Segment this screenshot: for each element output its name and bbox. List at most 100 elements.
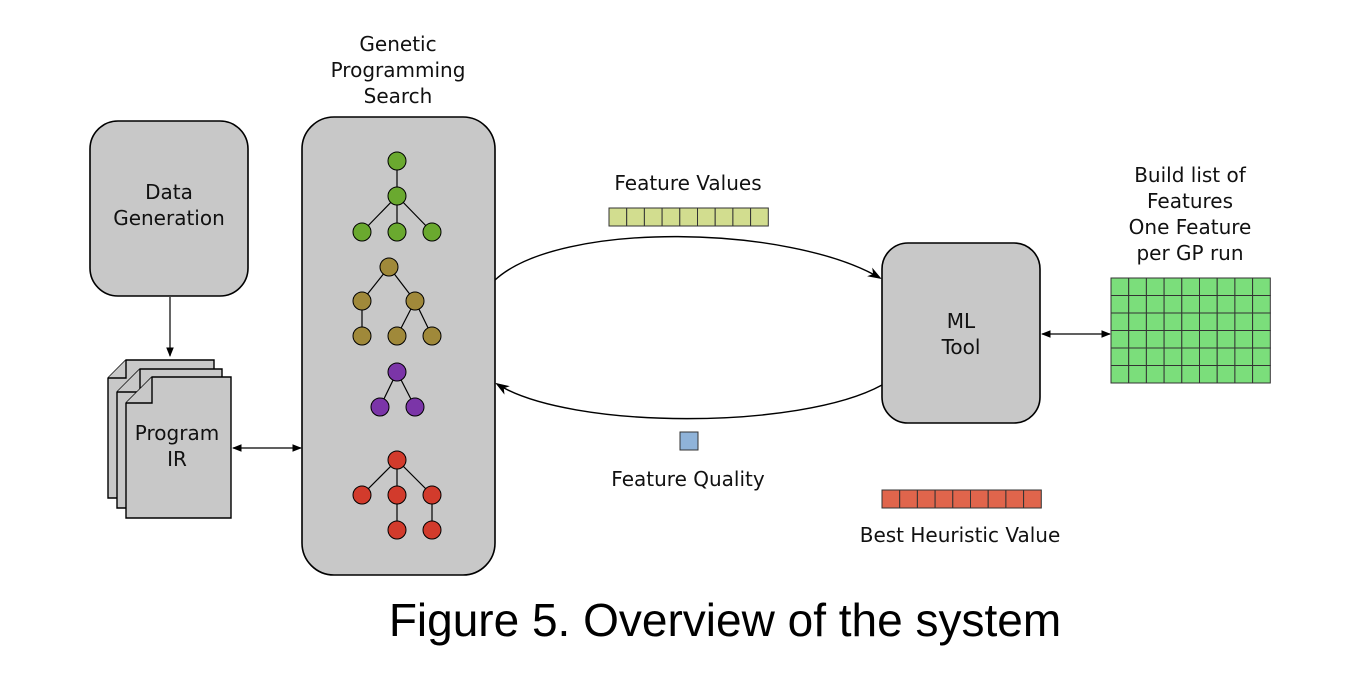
- gp-search-box: [301, 116, 496, 576]
- data-generation-box: [89, 120, 249, 297]
- feature-table-cell: [1110, 330, 1130, 349]
- feature-table-cell: [1181, 365, 1201, 384]
- data-generation-label-line2: Generation: [113, 206, 225, 230]
- feature-table-cell: [1234, 347, 1254, 366]
- build-list-label-line3: One Feature: [1129, 215, 1252, 239]
- best-heuristic-cell: [970, 489, 989, 509]
- feature-table-cell: [1163, 330, 1183, 349]
- feature-table-cell: [1252, 330, 1271, 349]
- feature-table-cell: [1145, 330, 1165, 349]
- feature-table-cell: [1110, 347, 1130, 366]
- tree-node: [387, 151, 407, 171]
- feature-table-cell: [1199, 347, 1218, 366]
- best-heuristic-cell: [916, 489, 936, 509]
- tree-node: [422, 485, 442, 505]
- feature-table-cell: [1199, 277, 1218, 296]
- feature-table-cell: [1181, 347, 1201, 366]
- purple-tree: [370, 362, 425, 417]
- feature-values-label: Feature Values: [614, 171, 761, 195]
- program-ir-label-line2: IR: [167, 447, 187, 471]
- feature-quality-cell: [679, 431, 699, 451]
- tree-node: [422, 520, 442, 540]
- feature-table-cell: [1234, 330, 1254, 349]
- gp-search-label-line1: Genetic: [359, 32, 436, 56]
- tree-node: [387, 362, 407, 382]
- program-page-front: [125, 376, 232, 519]
- ml-tool-box: [881, 242, 1041, 424]
- feature-table-cell: [1199, 330, 1218, 349]
- feature-table-cell: [1234, 295, 1254, 314]
- feature-table-cell: [1234, 277, 1254, 296]
- data-generation-label-line1: Data: [145, 180, 193, 204]
- red-tree: [352, 450, 442, 540]
- ml-tool-label-line2: Tool: [941, 335, 981, 359]
- feature-values-strip: [608, 207, 769, 227]
- best-heuristic-cell: [934, 489, 954, 509]
- feature-table-cell: [1181, 295, 1201, 314]
- best-heuristic-cell: [952, 489, 971, 509]
- tree-node: [352, 326, 372, 346]
- feature-table-cell: [1199, 365, 1218, 384]
- feature-table-cell: [1216, 365, 1236, 384]
- green-tree: [352, 151, 442, 242]
- feature-table-cell: [1145, 277, 1165, 296]
- tree-node: [422, 326, 442, 346]
- olive-tree: [352, 257, 442, 346]
- feature-table-cell: [1199, 295, 1218, 314]
- feature-table-cell: [1110, 312, 1130, 331]
- feature-table-cell: [1163, 312, 1183, 331]
- best-heuristic-cell: [1005, 489, 1025, 509]
- best-heuristic-strip: [881, 489, 1042, 509]
- feature-table-cell: [1234, 312, 1254, 331]
- ml-tool-node: ML Tool: [881, 242, 1041, 424]
- feature-table-cell: [1252, 347, 1271, 366]
- feature-quality-arrow: [495, 382, 883, 420]
- data-generation-node: Data Generation: [89, 120, 249, 297]
- gp-search-label-line3: Search: [364, 84, 433, 108]
- figure-caption: Figure 5. Overview of the system: [389, 594, 1061, 646]
- best-heuristic-label: Best Heuristic Value: [860, 523, 1061, 547]
- best-heuristic-cell: [1023, 489, 1042, 509]
- tree-node: [387, 520, 407, 540]
- feature-table-cell: [1110, 365, 1130, 384]
- feature-table-cell: [1128, 330, 1147, 349]
- feature-table-cell: [1216, 295, 1236, 314]
- feature-values-cell: [643, 207, 663, 227]
- feature-values-cell: [661, 207, 681, 227]
- tree-node: [422, 222, 442, 242]
- feature-values-cell: [750, 207, 769, 227]
- feature-table-cell: [1110, 295, 1130, 314]
- feature-table-cell: [1181, 330, 1201, 349]
- feature-table-cell: [1216, 277, 1236, 296]
- feature-table-cell: [1163, 295, 1183, 314]
- feature-table-cell: [1216, 330, 1236, 349]
- best-heuristic-cell: [881, 489, 901, 509]
- feature-table-cell: [1145, 312, 1165, 331]
- feature-values-cell: [608, 207, 628, 227]
- feature-table-cell: [1199, 312, 1218, 331]
- tree-node: [405, 397, 425, 417]
- feature-table-cell: [1216, 312, 1236, 331]
- program-ir-node: Program IR: [107, 359, 232, 519]
- build-list-label-line2: Features: [1147, 189, 1233, 213]
- feature-table-cell: [1163, 277, 1183, 296]
- tree-node: [387, 485, 407, 505]
- feature-table-cell: [1234, 365, 1254, 384]
- tree-node: [370, 397, 390, 417]
- feature-table-cell: [1128, 277, 1147, 296]
- tree-node: [405, 291, 425, 311]
- best-heuristic-cell: [987, 489, 1007, 509]
- feature-values-arrow: [494, 235, 882, 281]
- feature-table-cell: [1252, 312, 1271, 331]
- tree-node: [387, 326, 407, 346]
- program-ir-label-line1: Program: [135, 421, 219, 445]
- feature-table-cell: [1181, 312, 1201, 331]
- feature-table-cell: [1252, 295, 1271, 314]
- feature-table-cell: [1128, 365, 1147, 384]
- tree-node: [352, 222, 372, 242]
- tree-node: [352, 485, 372, 505]
- feature-table-cell: [1163, 365, 1183, 384]
- feature-table-cell: [1128, 295, 1147, 314]
- feature-table-cell: [1252, 365, 1271, 384]
- ml-tool-label-line1: ML: [947, 309, 976, 333]
